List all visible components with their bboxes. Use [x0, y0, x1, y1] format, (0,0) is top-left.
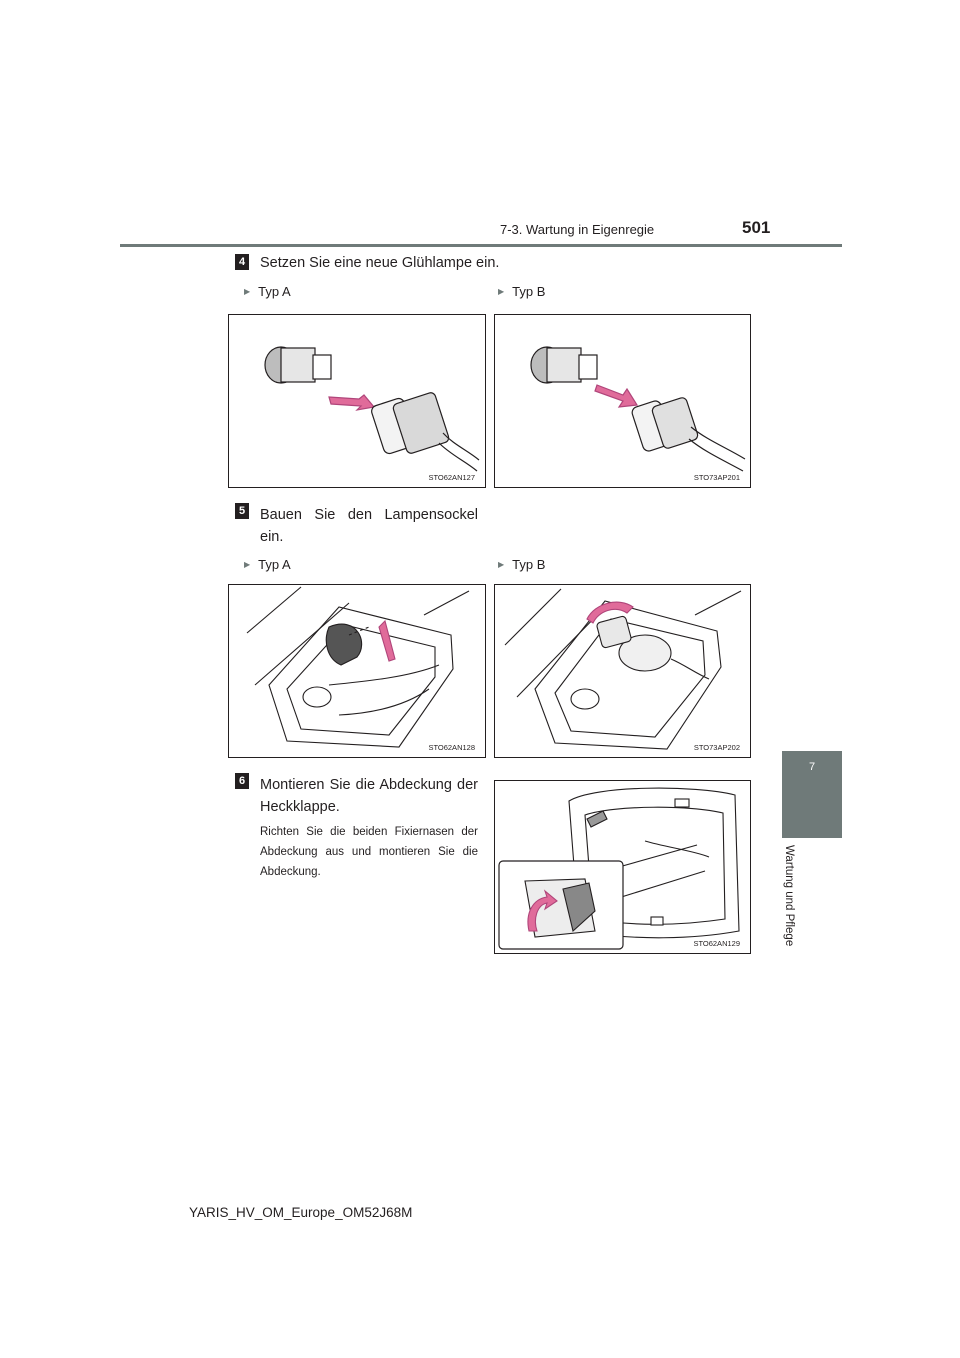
chapter-tab: 7	[782, 751, 842, 838]
chapter-number: 7	[808, 761, 816, 773]
figure-code: STO62AN129	[693, 939, 740, 948]
page-number: 501	[742, 218, 771, 237]
step-4-badge: 4	[235, 254, 249, 270]
step-5-type-b-label: Typ B	[498, 557, 545, 572]
header-section-title: 7-3. Wartung in Eigenregie	[500, 222, 655, 237]
step-4-type-a-label: Typ A	[244, 284, 291, 299]
bulb-insert-illustration	[264, 346, 480, 472]
figure-code: STO73AP201	[693, 473, 740, 482]
step-4-title: Setzen Sie eine neue Glühlampe ein.	[260, 255, 500, 271]
figure-socket-type-a: STO62AN128	[228, 584, 486, 758]
figure-code: STO73AP202	[693, 743, 740, 752]
step-6-badge: 6	[235, 773, 249, 789]
step-5-type-a-label: Typ A	[244, 557, 291, 572]
step-5-title: Bauen Sie den Lampensockel ein.	[260, 507, 478, 545]
header-rule	[120, 244, 842, 247]
step-5-badge: 5	[235, 503, 249, 519]
bulb-insert-illustration	[530, 346, 746, 472]
figure-tailgate-cover: STO62AN129	[494, 780, 751, 954]
step-6-title: Montieren Sie die Abdeckung der Heckklap…	[260, 777, 478, 815]
figure-code: STO62AN128	[428, 743, 475, 752]
chapter-side-label: Wartung und Pflege	[781, 845, 801, 985]
step-4-type-b-label: Typ B	[498, 284, 545, 299]
socket-install-illustration	[504, 588, 742, 750]
tailgate-cover-illustration	[498, 787, 740, 950]
figure-bulb-type-a: STO62AN127	[228, 314, 486, 488]
footer-document-id: YARIS_HV_OM_Europe_OM52J68M	[189, 1205, 413, 1220]
socket-install-illustration	[246, 586, 470, 748]
figure-code: STO62AN127	[428, 473, 475, 482]
figure-bulb-type-b: STO73AP201	[494, 314, 751, 488]
figure-socket-type-b: STO73AP202	[494, 584, 751, 758]
chapter-label: Wartung und Pflege	[783, 845, 795, 947]
step-6-description: Richten Sie die beiden Fixiernasen der A…	[260, 826, 478, 878]
